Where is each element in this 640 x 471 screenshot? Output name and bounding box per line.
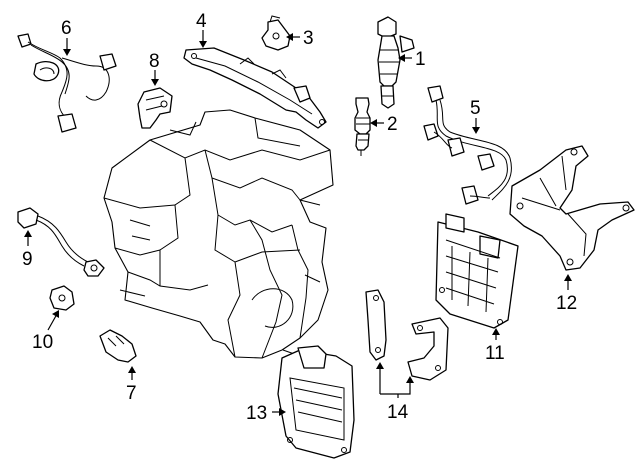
part-12-module-bracket: [509, 145, 635, 271]
engine-block: [103, 109, 334, 359]
part-3-small-bracket: [261, 15, 291, 51]
leader-lines: [24, 30, 572, 416]
callout-1: 1: [415, 49, 426, 70]
part-11-engine-control-module: [435, 213, 519, 329]
callout-labels: 1 2 3 4 5 6 7 8 9 10 11 12 13 14: [22, 11, 577, 424]
part-10-sensor: [49, 285, 75, 311]
part-8-cam-sensor: [137, 87, 173, 129]
part-1-ignition-coil: [377, 16, 415, 109]
callout-7: 7: [126, 383, 137, 404]
part-2-spark-plug: [354, 97, 371, 156]
callout-11: 11: [485, 343, 505, 364]
callout-13: 13: [246, 403, 267, 424]
callout-12: 12: [556, 293, 577, 314]
part-14-brackets: [365, 289, 449, 381]
part-5-wire-harness: [423, 85, 512, 205]
part-9-sensor-with-lead: [17, 207, 105, 277]
callout-3: 3: [303, 28, 314, 49]
part-7-sensor: [99, 329, 137, 363]
callout-8: 8: [149, 51, 160, 72]
callout-2: 2: [387, 114, 398, 135]
callout-9: 9: [22, 249, 33, 270]
callout-6: 6: [61, 18, 72, 39]
part-4-harness-bracket: [183, 47, 327, 129]
callout-5: 5: [470, 98, 481, 119]
callout-14: 14: [387, 402, 409, 423]
part-13-control-module: [277, 345, 355, 459]
callout-4: 4: [196, 11, 207, 32]
callout-10: 10: [32, 332, 53, 353]
part-6-sensor-harness: [17, 33, 117, 133]
